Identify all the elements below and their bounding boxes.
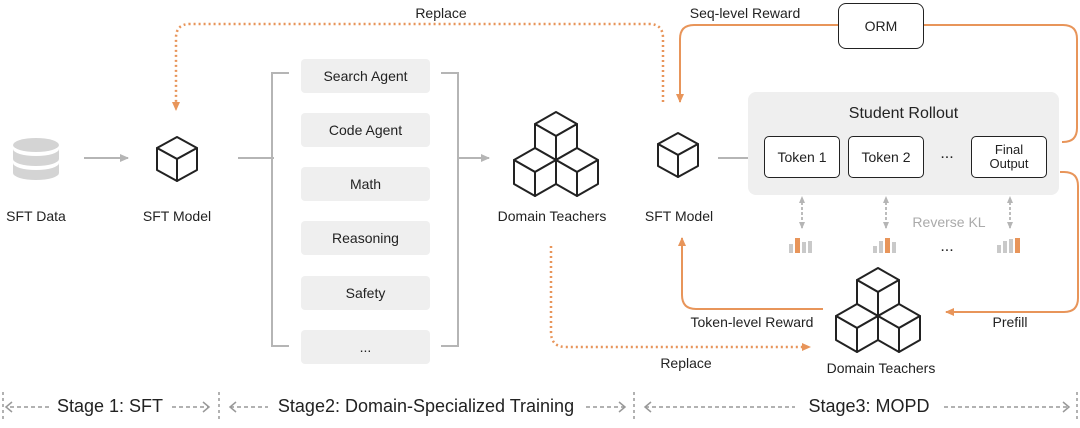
token-reward-arrow xyxy=(678,237,823,310)
prefill-label: Prefill xyxy=(992,314,1028,330)
cubes-cluster-icon xyxy=(835,267,921,353)
replace-bottom-label: Replace xyxy=(660,355,712,371)
sft-model-label: SFT Model xyxy=(142,208,212,224)
domain-pill-code-agent: Code Agent xyxy=(301,113,430,147)
replace-top-label: Replace xyxy=(415,5,467,21)
right-bracket xyxy=(441,72,459,347)
token-box-1: Token 1 xyxy=(764,136,840,178)
seq-reward-arrow xyxy=(676,24,838,103)
orm-input-line xyxy=(922,24,1078,143)
domain-pill-math: Math xyxy=(301,167,430,201)
replace-bottom-arrow xyxy=(549,246,811,351)
teacher-dist-icon-1 xyxy=(789,238,812,253)
stage-2-label: Stage2: Domain-Specialized Training xyxy=(277,396,575,416)
teacher-dist-icon-3 xyxy=(997,238,1020,253)
database-icon xyxy=(13,138,59,180)
domain-teachers-label-2: Domain Teachers xyxy=(826,360,936,376)
domain-pill-reasoning: Reasoning xyxy=(301,221,430,255)
reverse-kl-label: Reverse KL xyxy=(912,214,986,230)
token-ellipsis: ... xyxy=(940,145,954,162)
cube-icon xyxy=(156,136,198,182)
replace-top-arrow xyxy=(172,22,665,111)
domain-pill-search-agent: Search Agent xyxy=(301,59,430,93)
stage-1-label: Stage 1: SFT xyxy=(56,396,164,416)
sft-data-label: SFT Data xyxy=(6,208,66,224)
orm-box: ORM xyxy=(838,3,924,49)
token-box-2: Token 2 xyxy=(848,136,924,178)
teacher-dist-icon-2 xyxy=(873,238,896,253)
sft-model-label-2: SFT Model xyxy=(644,208,714,224)
seq-reward-label: Seq-level Reward xyxy=(689,5,801,21)
rollout-title: Student Rollout xyxy=(848,105,959,122)
teacher-ellipsis: ... xyxy=(940,238,954,255)
stage-3-label: Stage3: MOPD xyxy=(808,396,930,416)
domain-pill-safety: Safety xyxy=(301,276,430,310)
domain-pill-more: ... xyxy=(301,330,430,364)
prefill-arrow xyxy=(945,171,1079,316)
left-bracket xyxy=(271,72,289,347)
token-reward-label: Token-level Reward xyxy=(690,314,814,330)
token-box-final: Final Output xyxy=(971,136,1047,178)
cubes-cluster-icon xyxy=(513,111,599,197)
domain-teachers-label: Domain Teachers xyxy=(497,208,607,224)
cube-icon xyxy=(657,132,699,178)
